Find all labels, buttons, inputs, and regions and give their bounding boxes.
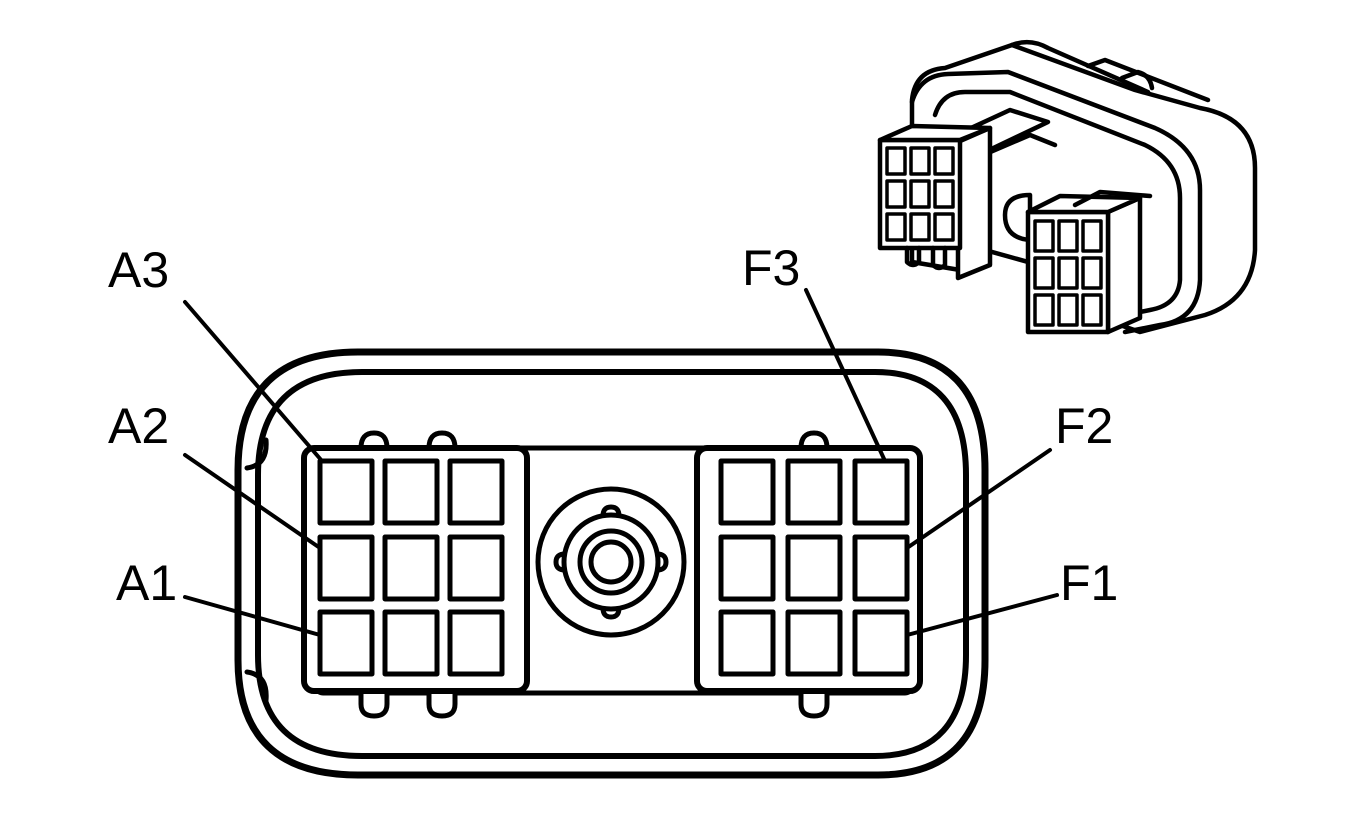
leader-line-f2 — [905, 448, 1052, 550]
leader-line-a3 — [183, 300, 324, 463]
pin-label-f3: F3 — [742, 240, 800, 296]
key-post-bore — [588, 539, 634, 585]
pin-cavity — [718, 609, 776, 677]
pin-labels: A3 A2 A1 F3 F2 F1 — [108, 240, 1118, 611]
pin-cavity — [718, 534, 776, 602]
pin-label-f1: F1 — [1060, 555, 1118, 611]
center-keying-post — [535, 486, 687, 638]
pin-label-f2: F2 — [1055, 398, 1113, 454]
seal-notch-left-upper — [244, 437, 269, 471]
pin-cavity — [852, 534, 910, 602]
latch-tab-top-2 — [426, 430, 458, 451]
leader-line-a2 — [183, 453, 322, 550]
pin-label-a1: A1 — [116, 555, 177, 611]
iso-pin-cavity — [1033, 219, 1055, 253]
iso-left-block-tab-2 — [930, 245, 948, 271]
iso-pin-cavity — [1081, 256, 1103, 290]
leader-line-f3 — [804, 288, 887, 463]
iso-pin-cavity — [1057, 293, 1079, 327]
iso-right-block-cavities — [1033, 219, 1103, 327]
iso-top-rib-1 — [1009, 39, 1151, 95]
housing-outer-outline — [234, 348, 989, 779]
leader-line-f1 — [905, 593, 1059, 637]
iso-side-window — [1002, 192, 1033, 243]
iso-pin-cavity — [933, 179, 955, 209]
latch-tab-top-3 — [798, 430, 830, 451]
pin-cavity — [718, 458, 776, 526]
pin-cavity — [317, 458, 375, 526]
pin-cavity — [447, 458, 505, 526]
iso-pin-cavity — [885, 212, 907, 242]
iso-pin-cavity — [1081, 293, 1103, 327]
iso-pin-cavity — [1057, 219, 1079, 253]
connector-face-view — [183, 288, 1059, 779]
iso-retaining-strap-inner — [932, 89, 1183, 317]
iso-pin-cavity — [933, 146, 955, 176]
iso-retaining-strap-outer — [909, 69, 1203, 335]
pin-cavity — [317, 534, 375, 602]
iso-pin-cavity — [933, 212, 955, 242]
iso-left-block-top — [877, 123, 993, 143]
pin-cavity — [852, 458, 910, 526]
latch-tab-bottom-1 — [358, 687, 390, 719]
housing-inner-outline — [255, 369, 969, 759]
iso-right-block-rib — [1072, 189, 1153, 208]
pin-cavities-left — [317, 458, 505, 677]
pin-cavity — [852, 609, 910, 677]
latch-tab-top-1 — [358, 430, 390, 451]
pin-cavities-right — [718, 458, 910, 677]
iso-pin-cavity — [909, 212, 931, 242]
leader-lines — [183, 288, 1059, 637]
leader-line-a1 — [183, 595, 322, 637]
pin-cavity — [382, 609, 440, 677]
iso-left-block-tab-1 — [904, 245, 922, 268]
iso-pin-cavity — [1033, 293, 1055, 327]
pin-cavity — [785, 534, 843, 602]
iso-pin-cavity — [885, 179, 907, 209]
iso-top-rib-3 — [1119, 69, 1155, 91]
pin-cavity — [382, 458, 440, 526]
pin-cavity — [785, 458, 843, 526]
iso-left-block-cavities — [885, 146, 955, 242]
iso-pin-cavity — [909, 179, 931, 209]
pin-cavity — [447, 534, 505, 602]
iso-top-rib-2 — [1085, 57, 1211, 103]
iso-pin-cavity — [909, 146, 931, 176]
pin-cavity — [447, 609, 505, 677]
iso-pin-cavity — [1081, 219, 1103, 253]
connector-isometric-view — [877, 39, 1258, 335]
pin-cavity — [382, 534, 440, 602]
iso-pin-cavity — [1033, 256, 1055, 290]
pin-cavity — [785, 609, 843, 677]
pin-label-a3: A3 — [108, 242, 169, 298]
iso-pin-cavity — [1057, 256, 1079, 290]
iso-pin-cavity — [885, 146, 907, 176]
iso-right-block-side — [1105, 195, 1143, 335]
pin-cavity — [317, 609, 375, 677]
iso-right-block-top — [1025, 193, 1143, 215]
iso-middle-rib-1 — [942, 107, 1051, 155]
iso-left-block-side — [955, 125, 993, 281]
pin-label-a2: A2 — [108, 398, 169, 454]
seal-notch-left-lower — [244, 669, 269, 703]
latch-tab-bottom-3 — [798, 687, 830, 719]
latch-tab-bottom-2 — [426, 687, 458, 719]
